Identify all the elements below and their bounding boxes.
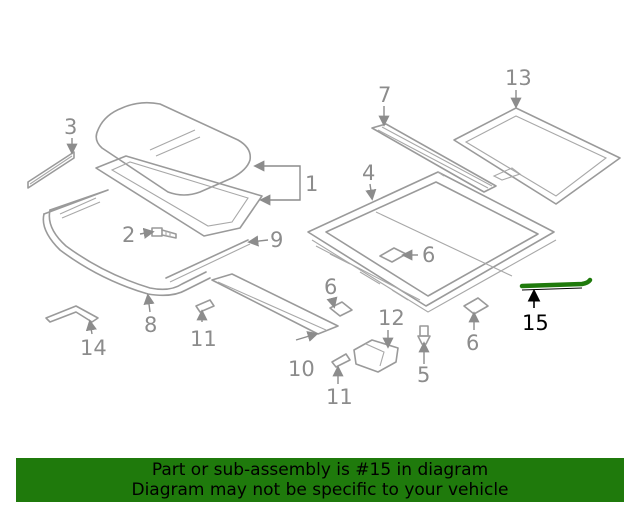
bracket-clip-part (195, 299, 351, 368)
banner-line-2: Diagram may not be specific to your vehi… (131, 480, 509, 500)
callout-7: 7 (378, 83, 391, 107)
bolt-part (417, 325, 431, 345)
callout-13: 13 (505, 66, 532, 90)
callout-2: 2 (122, 223, 135, 247)
callout-10: 10 (288, 357, 315, 381)
callout-1: 1 (305, 172, 318, 196)
sunroof-frame-part (307, 171, 557, 313)
clip-part (45, 305, 99, 323)
callout-15: 15 (522, 311, 549, 335)
callout-4: 4 (362, 161, 375, 185)
front-rail-part (371, 123, 497, 193)
callout-11a: 11 (190, 327, 217, 351)
screw-part (151, 227, 177, 239)
callout-9: 9 (270, 228, 283, 252)
sunshade-part (453, 107, 621, 205)
callout-12: 12 (378, 306, 405, 330)
guide-rail-part (211, 273, 339, 335)
drain-trough-part (42, 189, 211, 297)
motor-part (353, 339, 399, 373)
pad-part (329, 247, 489, 317)
deflector-strip-part (27, 151, 75, 189)
callout-5: 5 (417, 363, 430, 387)
leader-lines (66, 90, 541, 384)
callout-6c: 6 (466, 331, 479, 355)
callout-6b: 6 (324, 275, 337, 299)
callout-14: 14 (80, 336, 107, 360)
callout-3: 3 (64, 115, 77, 139)
banner-line-1: Part or sub-assembly is #15 in diagram (151, 460, 489, 480)
cable-part (165, 239, 251, 283)
callout-11b: 11 (326, 385, 353, 409)
glass-panel-part (95, 101, 263, 237)
seal-part-highlighted (519, 277, 593, 291)
info-banner: Part or sub-assembly is #15 in diagram D… (16, 458, 624, 502)
callout-8: 8 (144, 313, 157, 337)
callout-6a: 6 (422, 243, 435, 267)
